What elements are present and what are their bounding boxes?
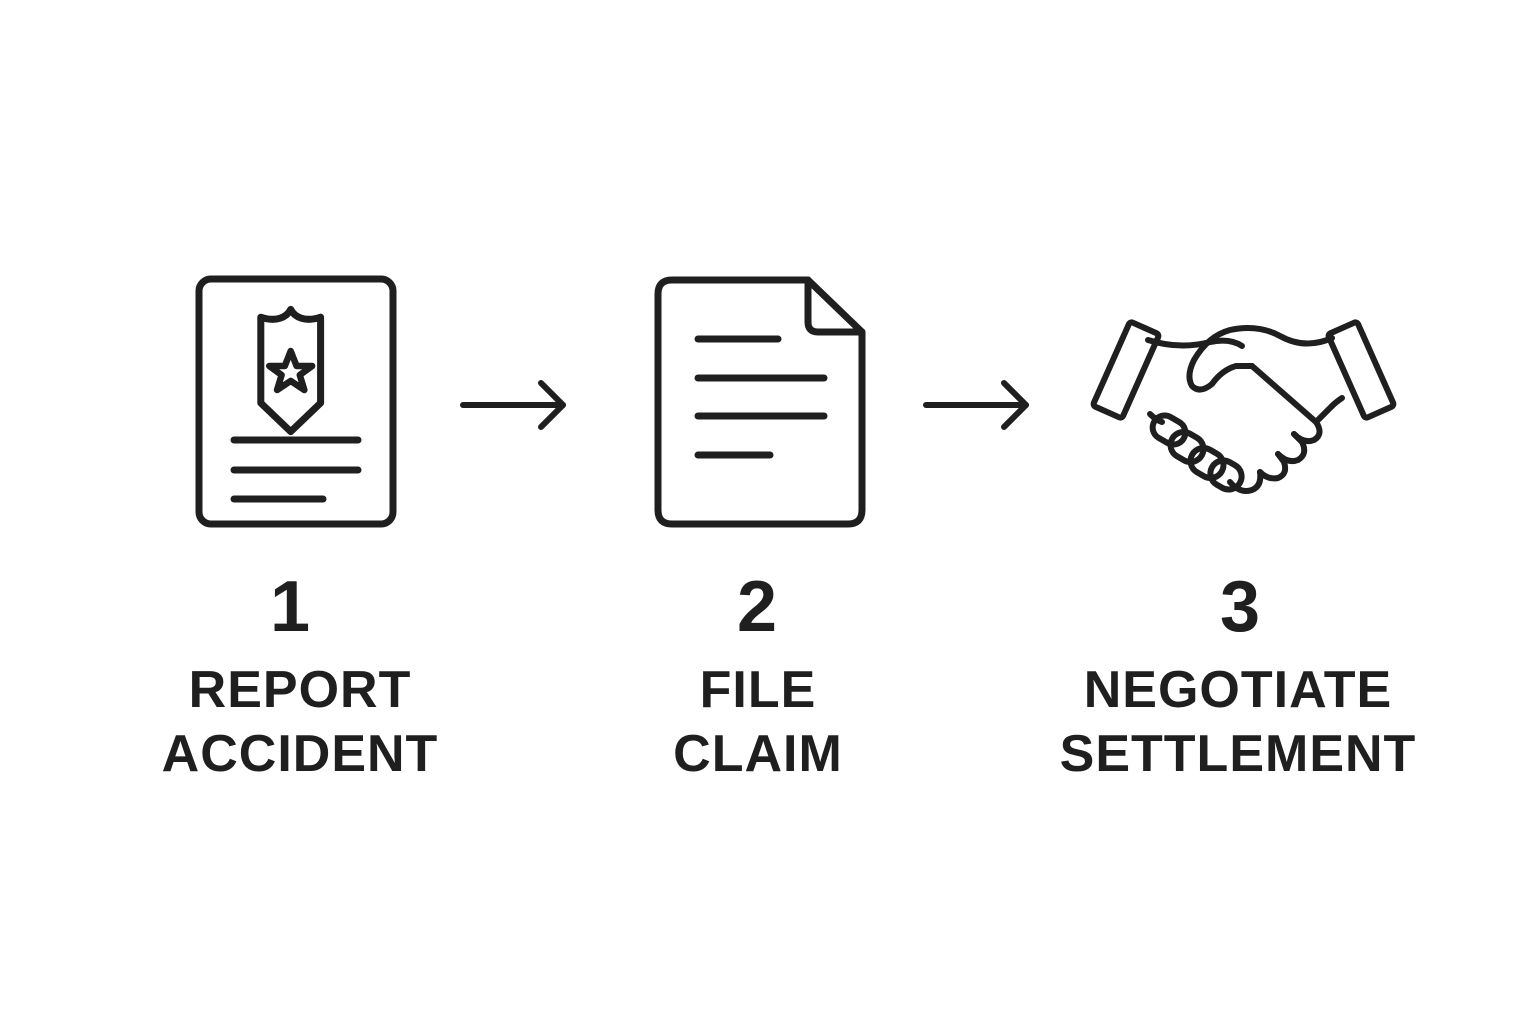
step-label-file-claim: FILE CLAIM [548, 658, 968, 786]
step-label-line: ACCIDENT [161, 725, 439, 783]
step-label-line: CLAIM [673, 725, 843, 783]
step-label-report-accident: REPORT ACCIDENT [90, 658, 510, 786]
step-label-line: FILE [699, 661, 817, 719]
arrow-right-icon [460, 380, 566, 430]
document-icon [654, 276, 866, 528]
step-label-line: NEGOTIATE [1083, 661, 1393, 719]
police-report-icon [195, 275, 397, 528]
step-label-negotiate-settlement: NEGOTIATE SETTLEMENT [1028, 658, 1448, 786]
step-number: 3 [1219, 567, 1261, 647]
step-number: 1 [269, 567, 311, 647]
arrow-right-icon [923, 380, 1029, 430]
step-label-line: REPORT [188, 661, 412, 719]
step-number: 2 [736, 567, 778, 647]
handshake-icon [1090, 319, 1397, 494]
step-label-line: SETTLEMENT [1059, 725, 1417, 783]
